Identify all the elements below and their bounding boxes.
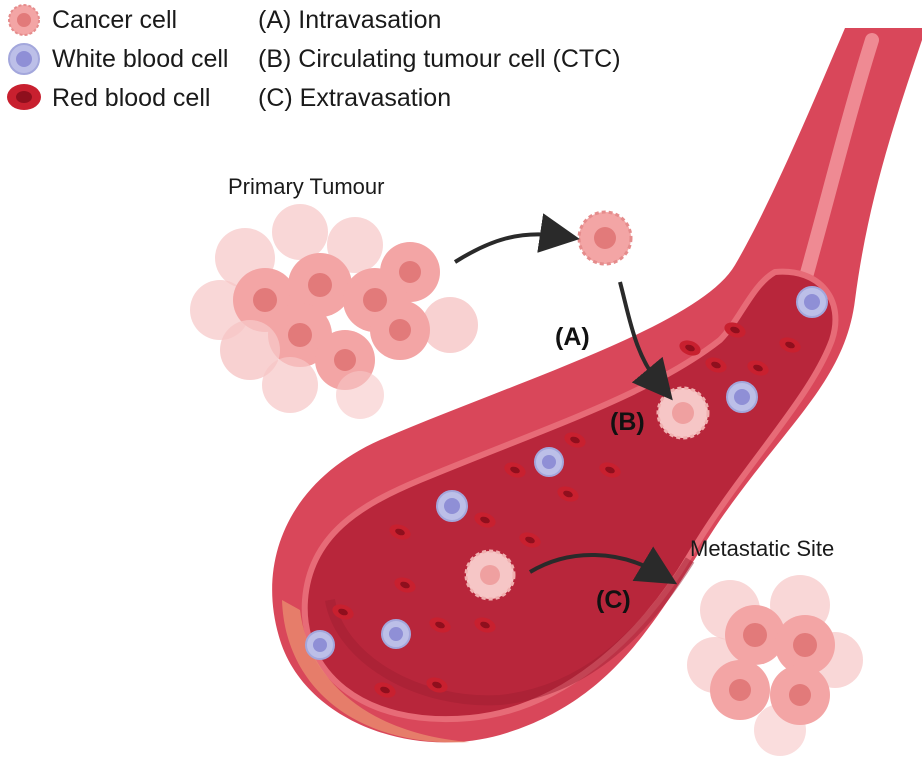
rbc — [705, 357, 727, 373]
vessel-inner-shade — [325, 557, 695, 706]
rbc — [779, 337, 801, 353]
wbc — [381, 619, 411, 649]
rbc — [747, 360, 769, 376]
legend-cancer-cell-icon — [8, 4, 40, 36]
detached-cancer-cell — [577, 210, 633, 266]
rbc — [564, 432, 586, 448]
primary-tumour-label: Primary Tumour — [228, 174, 384, 199]
arrow-detach — [453, 213, 580, 264]
red-blood-cells — [332, 322, 801, 698]
extravasating-cancer-cell — [464, 549, 516, 601]
wbc — [436, 490, 468, 522]
rbc — [519, 532, 541, 548]
metastatic-site-label: Metastatic Site — [690, 536, 834, 561]
legend-intravasation-label: (A) Intravasation — [258, 6, 441, 34]
rbc — [389, 524, 411, 540]
wbc — [726, 381, 758, 413]
step-c-label: (C) — [596, 586, 631, 614]
step-b-label: (B) — [610, 408, 645, 436]
rbc — [394, 577, 416, 593]
vessel-rim — [282, 600, 470, 743]
white-blood-cells — [305, 286, 828, 660]
legend-red-blood-cell-label: Red blood cell — [52, 84, 210, 112]
rbc — [679, 340, 701, 356]
rbc — [429, 617, 451, 633]
arrow-extravasation — [528, 546, 678, 585]
rbc — [474, 512, 496, 528]
step-a-label: (A) — [555, 323, 590, 351]
rbc — [474, 617, 496, 633]
legend-white-blood-cell-icon — [8, 43, 40, 75]
legend: Cancer cell White blood cell Red blood c… — [7, 4, 621, 112]
legend-cancer-cell-label: Cancer cell — [52, 6, 177, 34]
arrows — [453, 213, 678, 585]
legend-ctc-label: (B) Circulating tumour cell (CTC) — [258, 45, 621, 73]
circulating-tumour-cell — [656, 386, 710, 440]
rbc — [557, 486, 579, 502]
legend-white-blood-cell-label: White blood cell — [52, 45, 228, 73]
primary-tumour-cluster — [190, 204, 478, 419]
wbc — [305, 630, 335, 660]
rbc — [504, 462, 526, 478]
legend-extravasation-label: (C) Extravasation — [258, 84, 451, 112]
rbc — [374, 682, 396, 698]
wbc — [796, 286, 828, 318]
rbc — [426, 677, 448, 693]
rbc — [599, 462, 621, 478]
arrow-intravasation — [618, 281, 673, 401]
rbc — [724, 322, 746, 338]
legend-red-blood-cell-icon — [7, 84, 41, 110]
rbc — [332, 604, 354, 620]
wbc — [534, 447, 564, 477]
metastatic-site-cluster — [687, 575, 863, 756]
